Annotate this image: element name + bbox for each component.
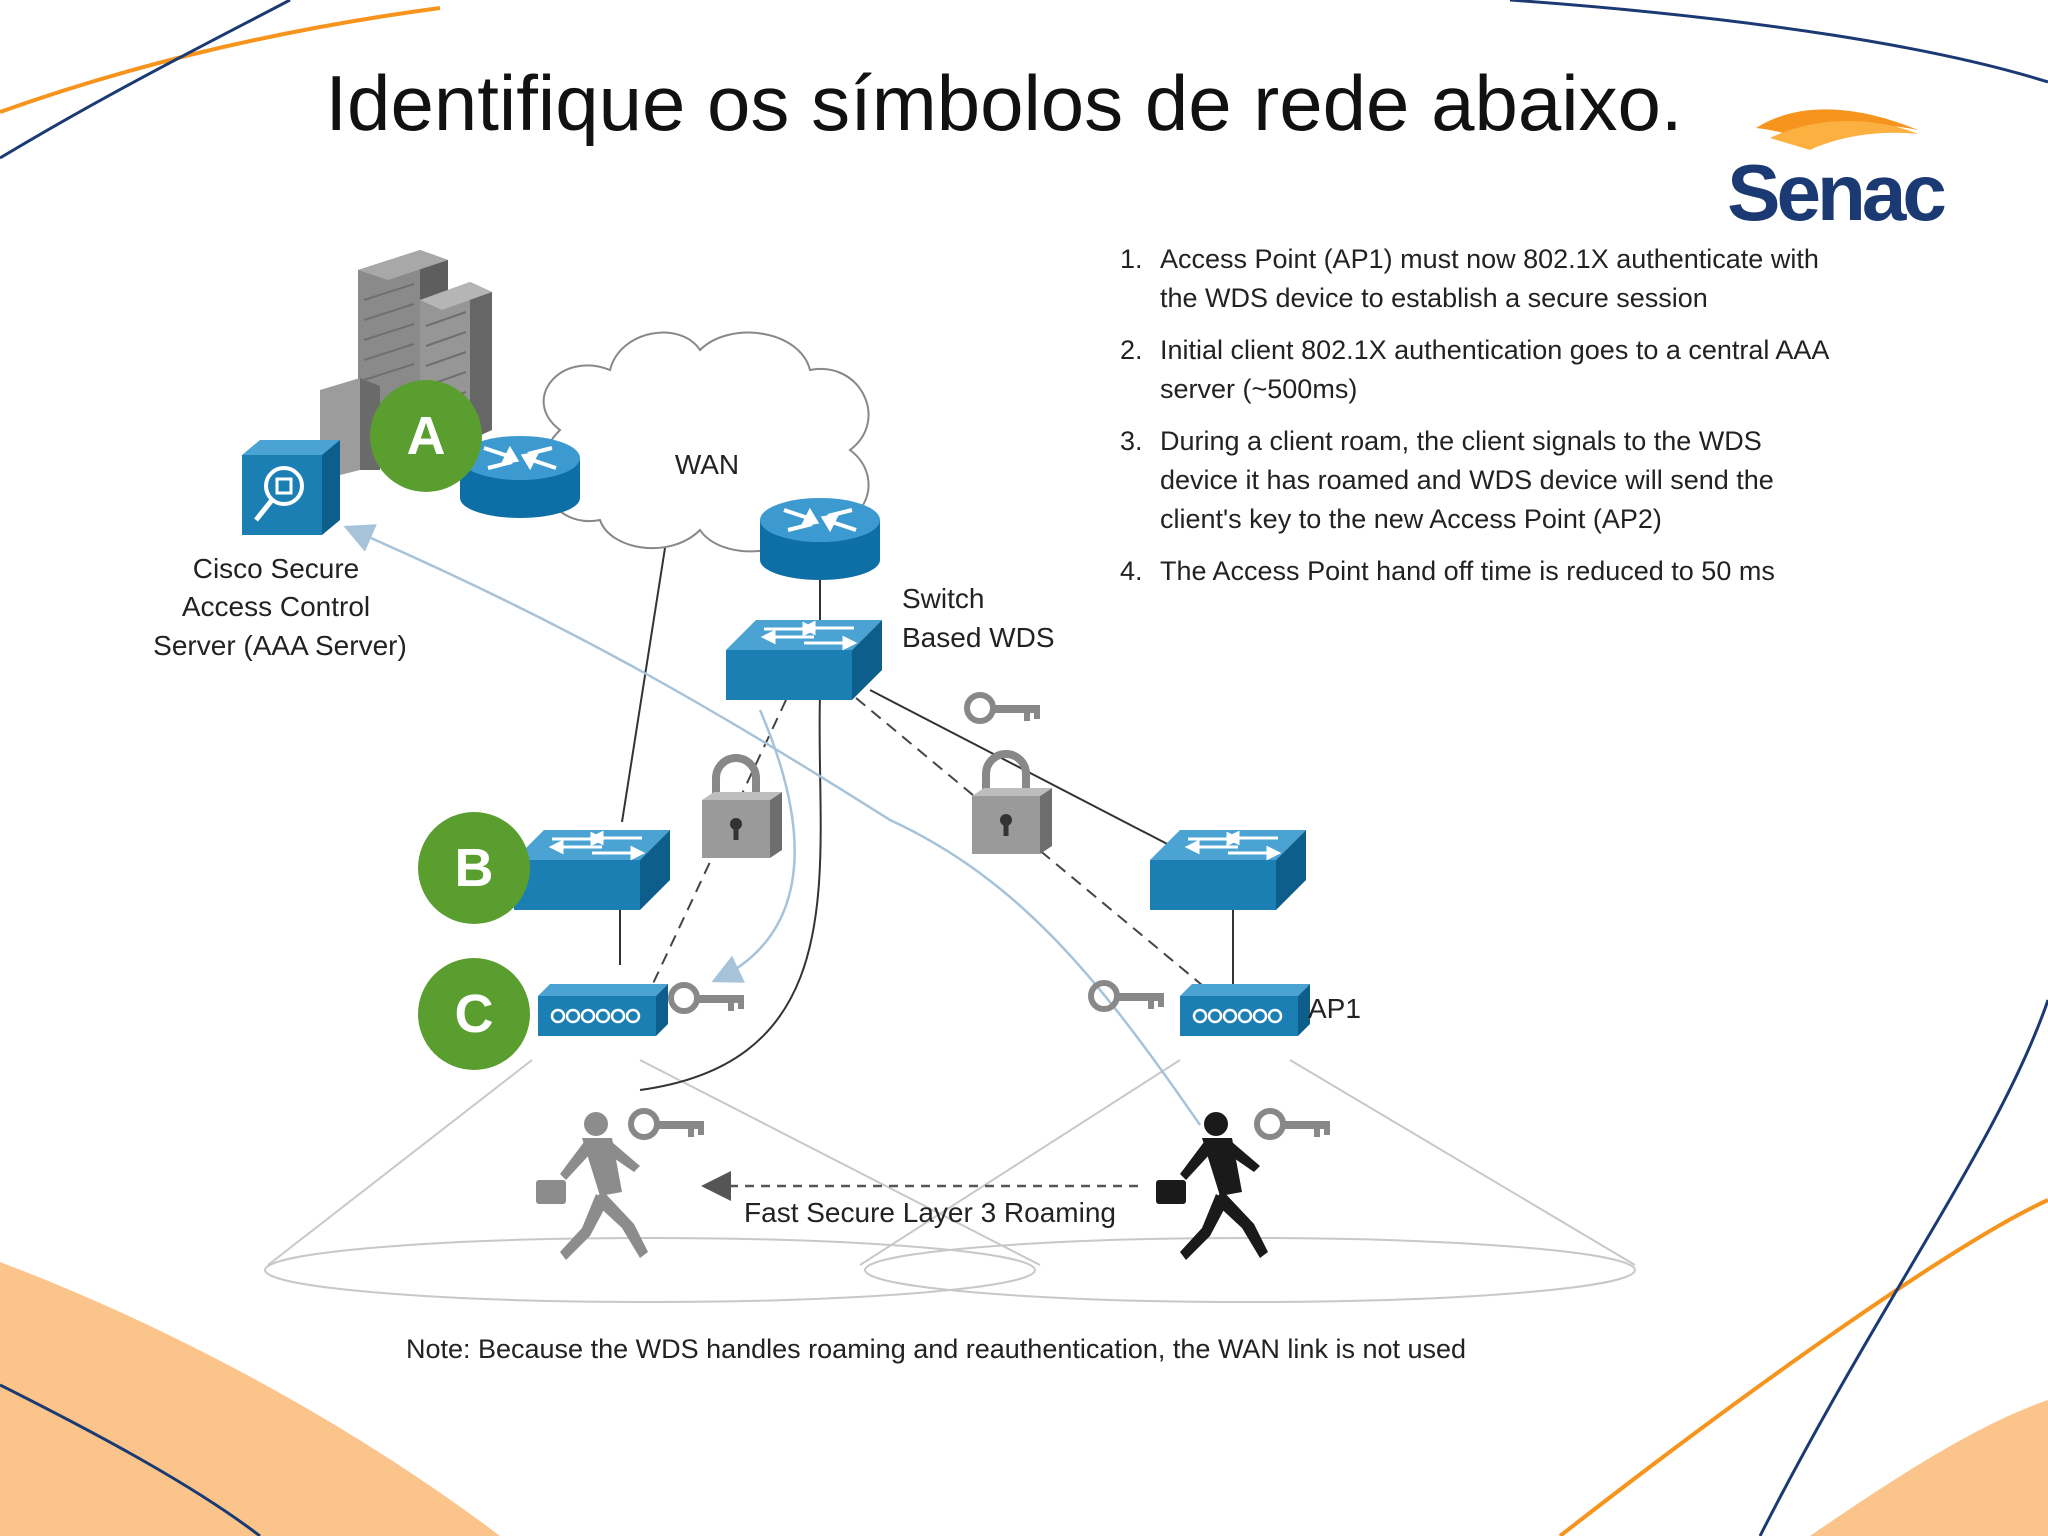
step-number: 1. xyxy=(1120,244,1143,274)
marker-c-label: C xyxy=(455,984,494,1044)
right-navy-swoosh xyxy=(1758,999,2048,1536)
wds-label-line1: Switch xyxy=(902,583,984,614)
step-item-2: 2. Initial client 802.1X authentication g… xyxy=(1120,331,1840,409)
step-number: 2. xyxy=(1120,335,1143,365)
switch-icon-left xyxy=(512,828,672,912)
step-item-3: 3. During a client roam, the client signa… xyxy=(1120,422,1840,539)
marker-b-label: B xyxy=(455,838,494,898)
network-links xyxy=(619,547,1234,1091)
switch-icon-right xyxy=(1148,828,1308,912)
flow-arrows xyxy=(343,524,1202,1126)
top-left-swoosh-navy xyxy=(0,0,291,160)
aaa-server-icon xyxy=(242,440,340,535)
key-icon-wds xyxy=(967,695,1040,721)
coverage-areas xyxy=(264,1059,1636,1303)
top-right-swoosh-navy xyxy=(1509,0,2048,84)
switch-icon-wds xyxy=(724,618,884,702)
slide-title-text: Identifique os símbolos de rede abaixo. xyxy=(325,59,1683,147)
ap1-label: AP1 xyxy=(1308,993,1361,1024)
key-icon-client-left xyxy=(631,1111,704,1137)
bottom-left-orange-wave xyxy=(0,1262,500,1536)
access-point-icon-ap2 xyxy=(536,982,670,1038)
aaa-label-line1: Cisco Secure xyxy=(193,553,360,584)
padlock-icon-right xyxy=(972,754,1052,854)
step-text: Initial client 802.1X authentication goe… xyxy=(1160,335,1828,404)
aaa-label-line2: Access Control xyxy=(182,591,370,622)
key-icon-ap2 xyxy=(671,985,744,1011)
roaming-label: Fast Secure Layer 3 Roaming xyxy=(744,1197,1116,1228)
marker-a: A xyxy=(370,380,482,492)
access-point-icon-ap1 xyxy=(1178,982,1312,1038)
logo-text: Senac xyxy=(1727,148,1945,237)
top-left-swoosh-orange xyxy=(0,6,441,114)
slide-title: Identifique os símbolos de rede abaixo. xyxy=(0,58,2048,149)
step-text: The Access Point hand off time is reduce… xyxy=(1160,556,1775,586)
cloud-icon xyxy=(540,331,870,553)
senac-logo: Senac xyxy=(1727,109,1949,237)
step-text: Access Point (AP1) must now 802.1X authe… xyxy=(1160,244,1819,313)
key-icon-ap1 xyxy=(1091,983,1164,1009)
bottom-left-navy-swoosh xyxy=(0,1383,261,1536)
bottom-right-orange-swoosh xyxy=(1558,1198,2048,1536)
padlock-icon-left xyxy=(702,758,782,858)
step-item-4: 4. The Access Point hand off time is redu… xyxy=(1120,552,1840,591)
diagram-note: Note: Because the WDS handles roaming an… xyxy=(406,1334,1466,1364)
router-icon-remote xyxy=(758,496,882,582)
step-list: 1. Access Point (AP1) must now 802.1X aut… xyxy=(1120,240,1840,604)
step-number: 3. xyxy=(1120,426,1143,456)
wds-label-line2: Based WDS xyxy=(902,622,1055,653)
marker-a-label: A xyxy=(407,406,446,466)
marker-c: C xyxy=(418,958,530,1070)
step-number: 4. xyxy=(1120,556,1143,586)
wan-label: WAN xyxy=(675,449,739,480)
step-item-1: 1. Access Point (AP1) must now 802.1X aut… xyxy=(1120,240,1840,318)
aaa-label-line3: Server (AAA Server) xyxy=(153,630,407,661)
key-icon-client-right xyxy=(1257,1111,1330,1137)
marker-b: B xyxy=(418,812,530,924)
step-text: During a client roam, the client signals… xyxy=(1160,426,1774,534)
bottom-right-orange-wave xyxy=(1810,1400,2048,1536)
